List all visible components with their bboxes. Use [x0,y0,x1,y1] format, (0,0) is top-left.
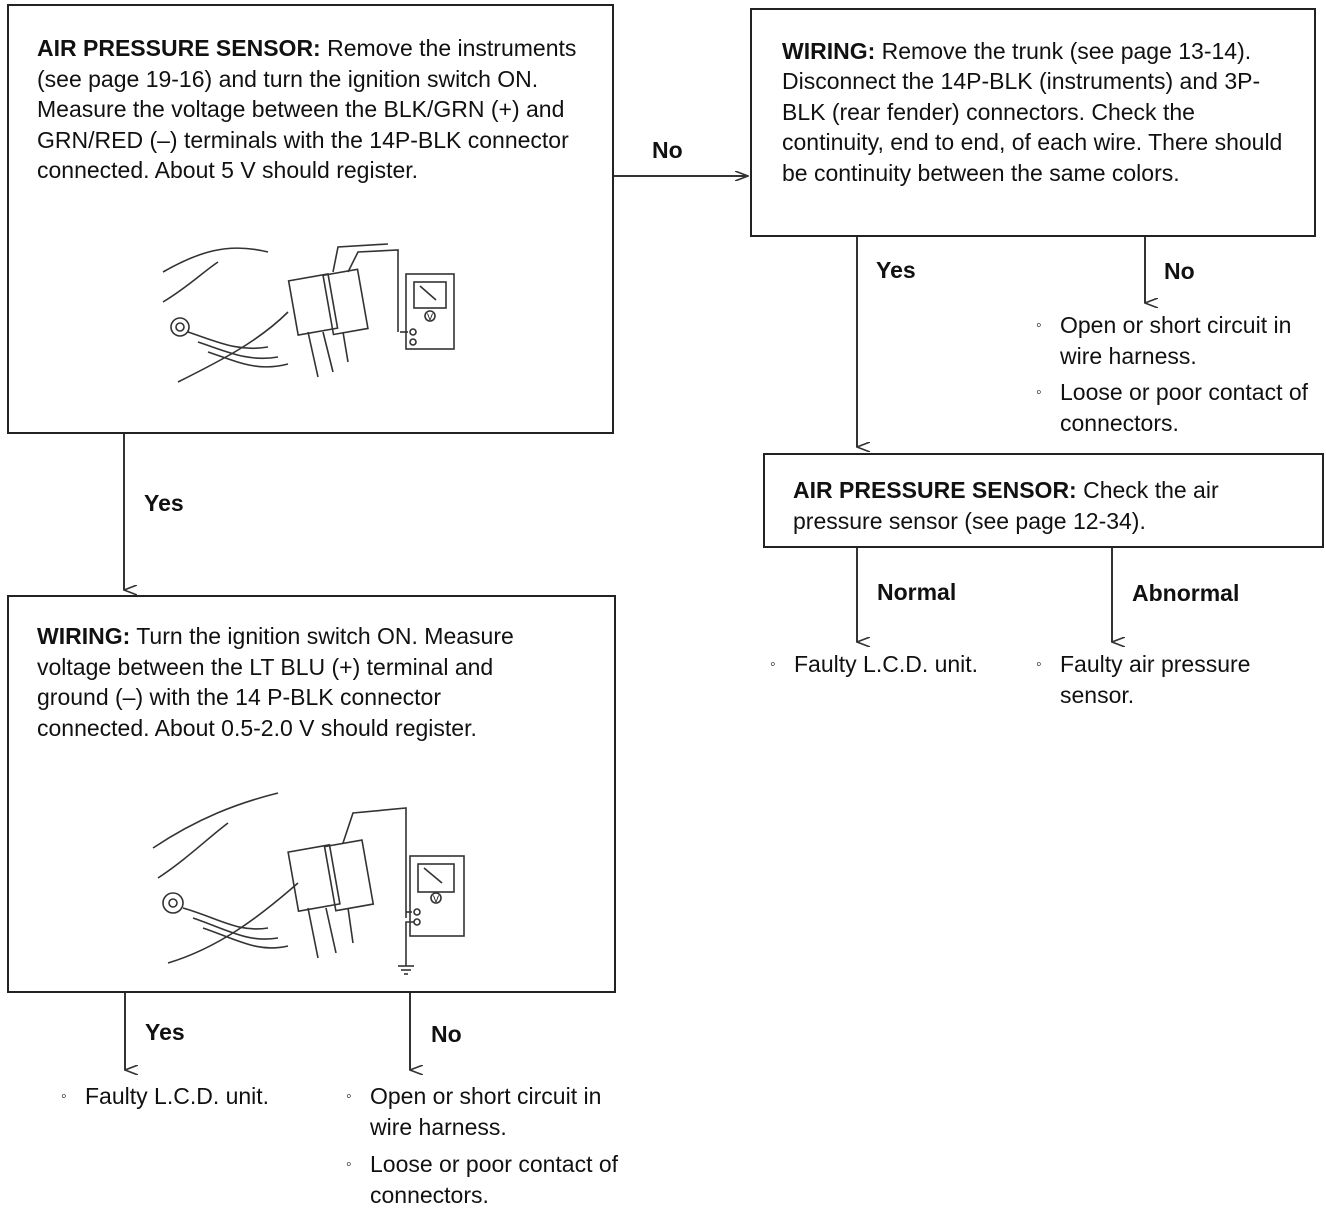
step-text: WIRING: Remove the trunk (see page 13-14… [782,38,1283,186]
result-normal-faulty-lcd: Faulty L.C.D. unit. [770,649,1030,680]
label-yes-box2: Yes [876,257,916,283]
result-box4-no-loose-contact: Loose or poor contact of connectors. [346,1149,636,1211]
result-abnormal-faulty-sensor: Faulty air pressure sensor. [1036,649,1296,711]
label-normal: Normal [877,579,957,605]
svg-text:V: V [427,312,433,322]
label-yes-main: Yes [144,490,184,516]
step-air-pressure-sensor-voltage: AIR PRESSURE SENSOR: Remove the instrume… [7,4,614,434]
label-abnormal: Abnormal [1132,580,1240,606]
label-no-main: No [652,137,683,163]
result-box4-no-open-short: Open or short circuit in wire harness. [346,1081,616,1143]
label-no-box2: No [1164,258,1195,284]
step-wiring-continuity: WIRING: Remove the trunk (see page 13-14… [750,8,1316,237]
step-text: AIR PRESSURE SENSOR: Remove the instrume… [37,35,577,183]
svg-text:V: V [433,894,439,904]
result-box4-yes-faulty-lcd: Faulty L.C.D. unit. [61,1081,321,1112]
label-yes-box4: Yes [145,1019,185,1045]
label-no-box4: No [431,1021,462,1047]
step-text: AIR PRESSURE SENSOR: Check the air press… [793,477,1219,534]
result-box2-no-open-short: Open or short circuit in wire harness. [1036,310,1306,372]
step-wiring-voltage: WIRING: Turn the ignition switch ON. Mea… [7,595,616,993]
result-box2-no-loose-contact: Loose or poor contact of connectors. [1036,377,1326,439]
step-text: WIRING: Turn the ignition switch ON. Mea… [37,623,514,741]
voltmeter-ground-illustration-2: V [152,792,465,975]
voltmeter-connector-illustration-1: V [162,243,455,383]
step-air-pressure-sensor-check: AIR PRESSURE SENSOR: Check the air press… [763,453,1324,548]
